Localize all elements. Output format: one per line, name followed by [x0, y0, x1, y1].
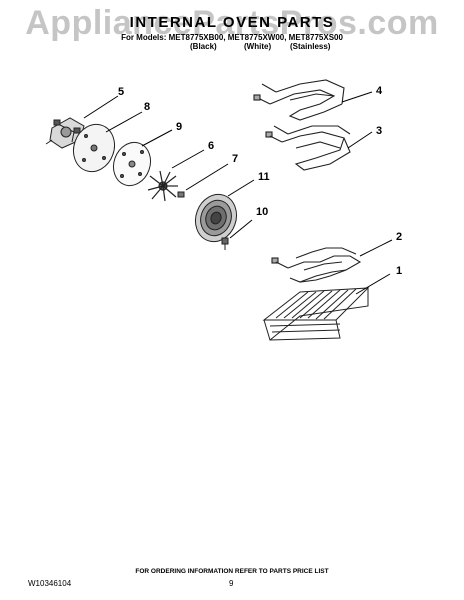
callout-4: 4: [376, 85, 383, 97]
part-8-motor-plate: [72, 123, 116, 173]
variant-white: (White): [244, 42, 272, 51]
page-title: INTERNAL OVEN PARTS: [129, 14, 335, 31]
callout-6: 6: [208, 140, 214, 152]
leader-11: [227, 179, 255, 197]
callout-10: 10: [256, 206, 268, 218]
document-number: W10346104: [28, 579, 72, 588]
leader-8: [105, 111, 143, 133]
leader-3: [347, 131, 373, 149]
ordering-note: FOR ORDERING INFORMATION REFER TO PARTS …: [135, 568, 329, 575]
part-7-fan-nut: [177, 191, 185, 198]
leader-10: [229, 219, 253, 239]
callout-2: 2: [396, 231, 402, 243]
callout-8: 8: [144, 101, 150, 113]
variant-stainless: (Stainless): [290, 42, 331, 51]
part-6-fan-blade: [147, 170, 178, 202]
leader-5: [83, 95, 119, 119]
part-4-broil-element: [253, 79, 345, 121]
callout-7: 7: [232, 153, 238, 165]
watermark: AppliancePartsPros.com: [25, 4, 439, 42]
callout-5: 5: [118, 86, 124, 98]
leader-9: [141, 129, 173, 147]
part-9-gasket-plate: [112, 141, 152, 187]
leader-2: [359, 239, 393, 257]
callout-3: 3: [376, 125, 382, 137]
part-10-screw: [221, 237, 229, 250]
callout-9: 9: [176, 121, 182, 133]
leader-7: [185, 163, 229, 191]
leader-4: [341, 91, 373, 103]
page-number: 9: [229, 579, 234, 588]
variant-black: (Black): [190, 42, 217, 51]
callout-11: 11: [258, 171, 270, 183]
part-1-oven-rack: [262, 287, 370, 341]
callout-1: 1: [396, 265, 402, 277]
models-line: For Models: MET8775XB00, MET8775XW00, ME…: [121, 33, 343, 42]
part-5-convection-motor: [45, 117, 85, 149]
part-3-bake-element: [265, 125, 351, 171]
part-11-fan-cover: [194, 193, 238, 243]
leader-6: [171, 149, 205, 169]
part-2-convection-element: [271, 247, 362, 283]
leader-1: [355, 273, 391, 295]
